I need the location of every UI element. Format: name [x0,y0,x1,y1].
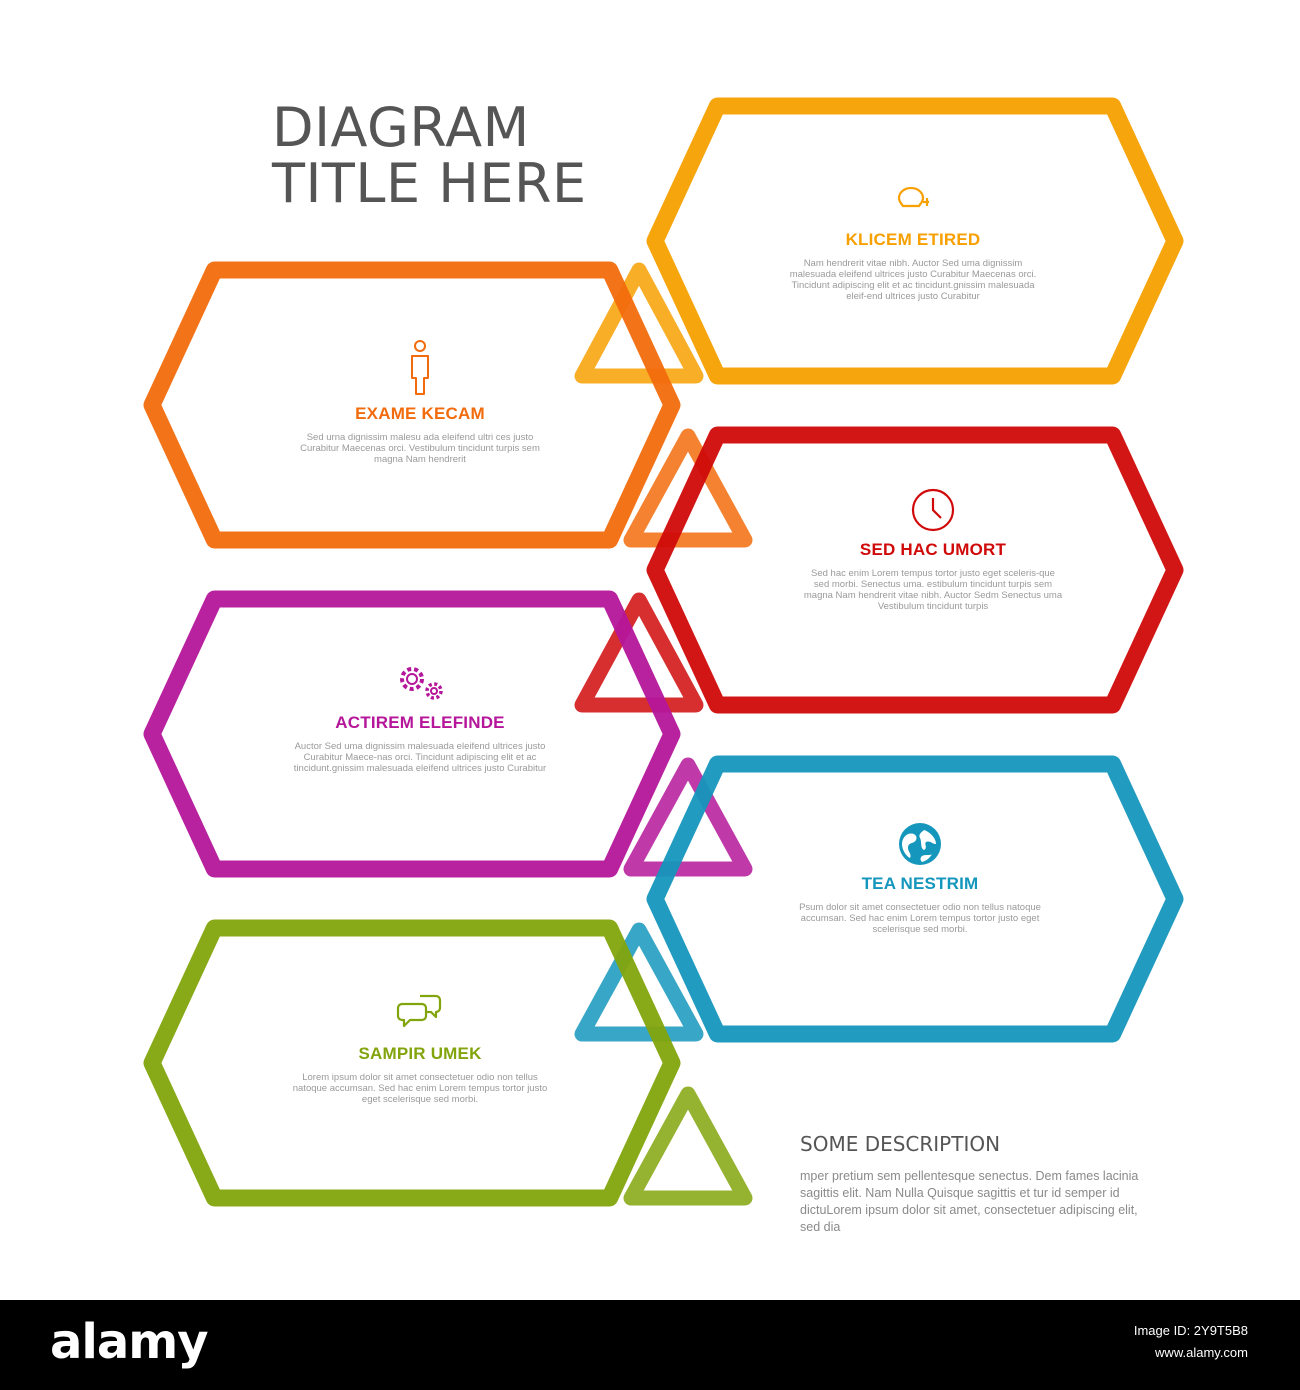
footer-image-info: Image ID: 2Y9T5B8 www.alamy.com [1134,1320,1248,1364]
connector-triangle [574,922,704,1042]
card-sed-hac-umort: SED HAC UMORT Sed hac enim Lorem tempus … [803,486,1063,612]
footer-brand-logo: alamy [50,1314,209,1370]
card-klicem-etired: KLICEM ETIRED Nam hendrerit vitae nibh. … [783,176,1043,302]
hexagon-card-outline [143,261,681,549]
footer-image-id: Image ID: 2Y9T5B8 [1133,1323,1248,1338]
diagram-title: DIAGRAM TITLE HERE [272,100,587,212]
card-heading: ACTIREM ELEFINDE [335,713,505,732]
globe-icon [899,823,941,865]
footer-site-link[interactable]: www.alamy.com [1155,1345,1248,1360]
card-body: Psum dolor sit amet consectetuer odio no… [799,902,1041,935]
card-tea-nestrim: TEA NESTRIM Psum dolor sit amet consecte… [790,820,1050,935]
connector-triangle [574,592,704,713]
description-block: SOME DESCRIPTION mper pretium sem pellen… [800,1132,1160,1236]
hexagon-card-outline [646,755,1184,1043]
diagram-canvas [143,97,1184,1207]
hexagon-card-outline [646,97,1184,385]
clock-icon [911,488,955,532]
card-actirem-elefinde: ACTIREM ELEFINDE Auctor Sed uma dignissi… [290,659,550,774]
connector-triangle [623,1086,753,1206]
connector-triangle [623,428,753,548]
diagram-shapes [143,97,1184,1207]
hexagon-card-outline [143,590,681,878]
card-body: Nam hendrerit vitae nibh. Auctor Sed uma… [789,258,1037,302]
person-icon [411,340,429,395]
card-body: Sed hac enim Lorem tempus tortor justo e… [803,568,1063,612]
title-line-2: TITLE HERE [272,152,587,215]
connector-triangle [574,262,704,384]
hexagon-card-outline [143,919,681,1207]
footer-bar: alamy Image ID: 2Y9T5B8 www.alamy.com [0,1300,1300,1390]
gears-icon [400,667,443,700]
description-title: SOME DESCRIPTION [800,1132,1001,1156]
card-heading: KLICEM ETIRED [845,230,981,249]
chat-bubbles-icon [396,994,442,1028]
card-heading: TEA NESTRIM [861,874,979,893]
card-heading: SED HAC UMORT [859,540,1007,559]
card-body: Auctor Sed uma dignissim malesuada eleif… [293,741,547,774]
hexagon-card-outline [646,426,1184,714]
card-sampir-umek: SAMPIR UMEK Lorem ipsum dolor sit amet c… [290,990,550,1105]
card-body: Lorem ipsum dolor sit amet consectetuer … [292,1072,548,1105]
description-body: mper pretium sem pellentesque senectus. … [800,1169,1139,1234]
connector-triangle [623,757,753,877]
card-body: Sed urna dignissim malesu ada eleifend u… [300,432,540,465]
title-line-1: DIAGRAM [272,96,530,159]
lightbulb-icon [897,186,929,208]
card-heading: EXAME KECAM [355,404,485,423]
card-heading: SAMPIR UMEK [358,1044,482,1063]
card-exame-kecam: EXAME KECAM Sed urna dignissim malesu ad… [290,338,550,465]
